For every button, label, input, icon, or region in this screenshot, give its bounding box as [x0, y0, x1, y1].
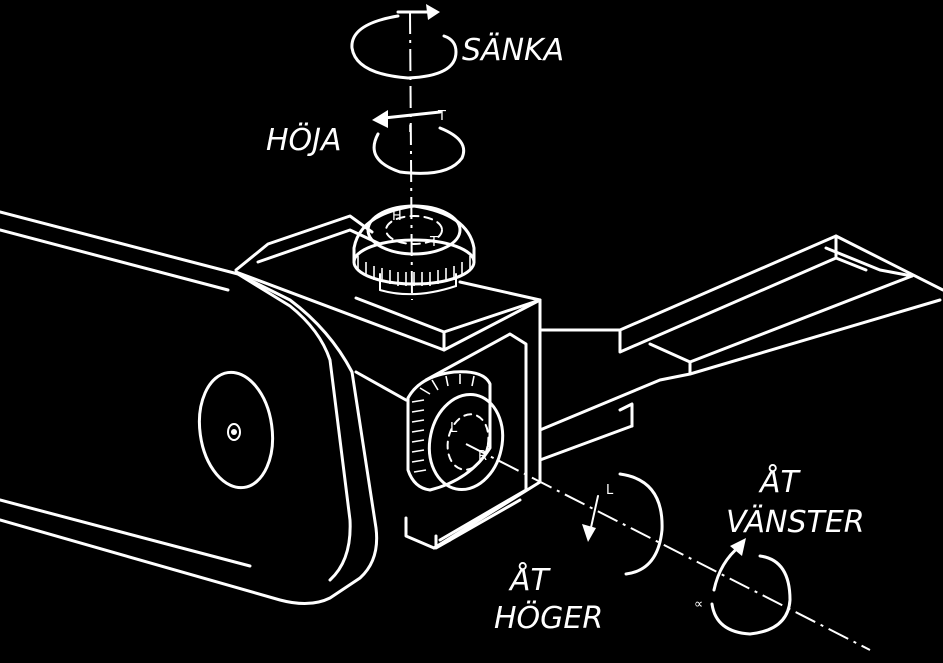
label-at-vanster-line1: ÅT [758, 464, 802, 500]
label-at-hoger-line2: HÖGER [494, 600, 603, 636]
mounting-rail [538, 234, 943, 462]
label-at-vanster-line2: VÄNSTER [726, 504, 865, 540]
dial-mark-l: L [450, 421, 458, 436]
at-hoger-rotation-arrow: L [582, 472, 664, 576]
dial-mark-h: H [392, 209, 402, 224]
horizontal-axis [465, 443, 871, 651]
label-at-hoger-line1: ÅT [508, 562, 552, 598]
dial-mark-t: T [429, 235, 438, 250]
eyepiece-disc [197, 370, 275, 490]
label-hoja: HÖJA [266, 122, 342, 158]
svg-text:ı: ı [408, 121, 412, 136]
sanka-rotation-arrow [350, 4, 458, 80]
scope-body [0, 210, 379, 605]
svg-text:∝: ∝ [694, 597, 703, 612]
at-vanster-rotation-arrow: ∝ [694, 538, 792, 636]
svg-text:T: T [437, 109, 446, 124]
hoja-rotation-arrow: ı T [372, 109, 466, 175]
turret-housing [234, 214, 542, 550]
svg-text:L: L [606, 483, 614, 498]
vertical-axis [409, 11, 413, 301]
elevation-knob: H T [352, 204, 476, 296]
dial-mark-r: R [478, 449, 487, 464]
windage-knob: L R [406, 370, 505, 492]
label-sanka: SÄNKA [462, 32, 564, 68]
